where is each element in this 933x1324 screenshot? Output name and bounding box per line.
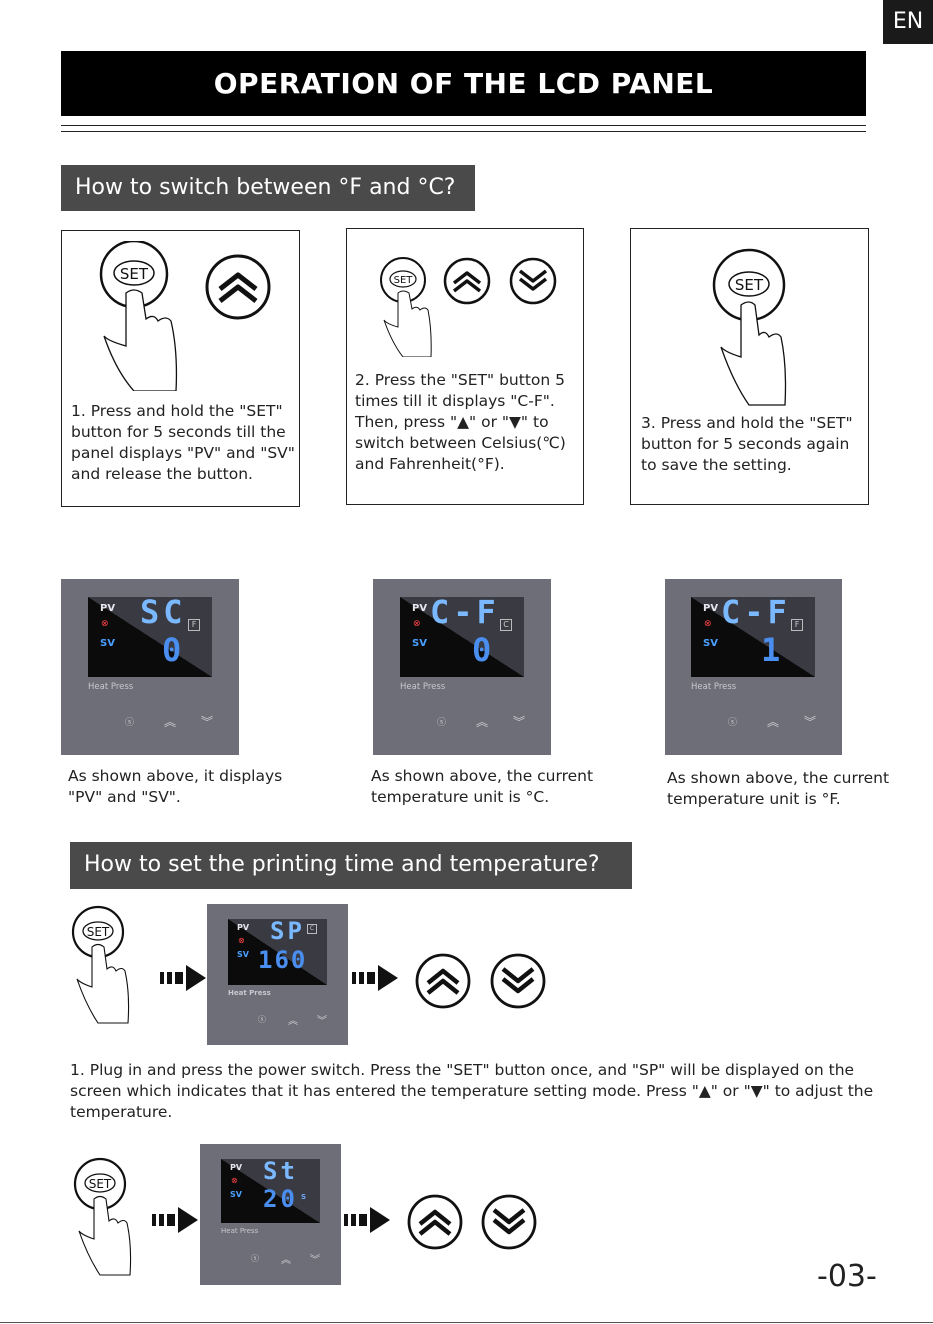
svg-text:SET: SET <box>87 925 110 939</box>
arrow-right-icon <box>352 965 398 991</box>
down-arrow-button-icon <box>481 1194 537 1250</box>
up-arrow-button-icon <box>443 257 491 305</box>
down-icon: ︾ <box>804 715 817 729</box>
step-box-2: SET 2. Press the "SET" button 5 times ti… <box>346 228 584 505</box>
up-icon: ︽ <box>281 1255 291 1266</box>
set-icon: ⓢ <box>251 1254 259 1263</box>
section-heading-time-temp: How to set the printing time and tempera… <box>70 842 632 889</box>
divider <box>61 125 866 126</box>
svg-text:SET: SET <box>120 265 149 283</box>
finger-press-set-icon: SET <box>712 248 787 406</box>
step-box-1: SET 1. Press and hold the "SET" button f… <box>61 230 300 507</box>
set-icon: ⓢ <box>728 718 738 728</box>
step-3-text: 3. Press and hold the "SET" button for 5… <box>641 414 853 474</box>
up-icon: ︽ <box>288 1016 298 1027</box>
finger-press-set-icon: SET <box>99 241 178 391</box>
finger-press-set-icon: SET <box>380 257 432 357</box>
page-title: OPERATION OF THE LCD PANEL <box>61 51 866 116</box>
step-2-text: 2. Press the "SET" button 5 times till i… <box>355 371 566 473</box>
arrow-right-icon <box>152 1207 198 1233</box>
down-icon: ︾ <box>201 715 214 729</box>
step-box-3: SET 3. Press and hold the "SET" button f… <box>630 228 869 505</box>
caption-1: As shown above, it displays "PV" and "SV… <box>68 767 283 806</box>
up-arrow-button-icon <box>205 254 271 320</box>
down-arrow-button-icon <box>509 257 557 305</box>
heat-icon: ⊗ <box>704 619 712 629</box>
lcd-panel-2: PV ⊗ SV C-F C 0 Heat Press ⓢ ︽ ︾ <box>373 579 551 755</box>
up-icon: ︽ <box>767 715 780 729</box>
finger-press-set-icon: SET <box>73 1157 132 1276</box>
step-1-text: 1. Press and hold the "SET" button for 5… <box>71 402 295 483</box>
lcd-panel-1: PV ⊗ SV SC F 0 Heat Press ⓢ ︽ ︾ <box>61 579 239 755</box>
up-icon: ︽ <box>476 715 489 729</box>
arrow-right-icon <box>344 1207 390 1233</box>
heat-icon: ⊗ <box>238 936 245 945</box>
up-arrow-button-icon <box>415 953 471 1009</box>
down-icon: ︾ <box>310 1255 320 1266</box>
lcd-panel-4: PV ⊗ SV SP C 160 Heat Press ⓢ ︽ ︾ <box>207 904 348 1045</box>
down-icon: ︾ <box>317 1016 327 1027</box>
lcd-panel-5: PV ⊗ SV St 20 S Heat Press ⓢ ︽ ︾ <box>200 1144 341 1285</box>
down-arrow-button-icon <box>490 953 546 1009</box>
heat-icon: ⊗ <box>231 1176 238 1185</box>
up-icon: ︽ <box>164 715 177 729</box>
finger-press-set-icon: SET <box>71 905 130 1024</box>
section-2-step-1-text: 1. Plug in and press the power switch. P… <box>70 1061 874 1121</box>
page-number: -03- <box>817 1259 877 1294</box>
caption-3: As shown above, the current temperature … <box>667 769 890 808</box>
language-tag: EN <box>883 0 933 44</box>
bottom-divider <box>0 1322 933 1323</box>
set-icon: ⓢ <box>258 1015 266 1024</box>
divider <box>61 131 866 132</box>
section-heading-temp-unit: How to switch between °F and °C? <box>61 165 475 211</box>
svg-text:SET: SET <box>735 276 764 294</box>
svg-text:SET: SET <box>394 275 414 286</box>
svg-text:SET: SET <box>89 1177 112 1191</box>
heat-icon: ⊗ <box>101 619 109 629</box>
up-arrow-button-icon <box>407 1194 463 1250</box>
set-icon: ⓢ <box>125 718 135 728</box>
lcd-panel-3: PV ⊗ SV C-F F 1 Heat Press ⓢ ︽ ︾ <box>665 579 842 755</box>
caption-2: As shown above, the current temperature … <box>371 767 594 806</box>
down-icon: ︾ <box>513 715 526 729</box>
heat-icon: ⊗ <box>413 619 421 629</box>
arrow-right-icon <box>160 965 206 991</box>
set-icon: ⓢ <box>437 718 447 728</box>
